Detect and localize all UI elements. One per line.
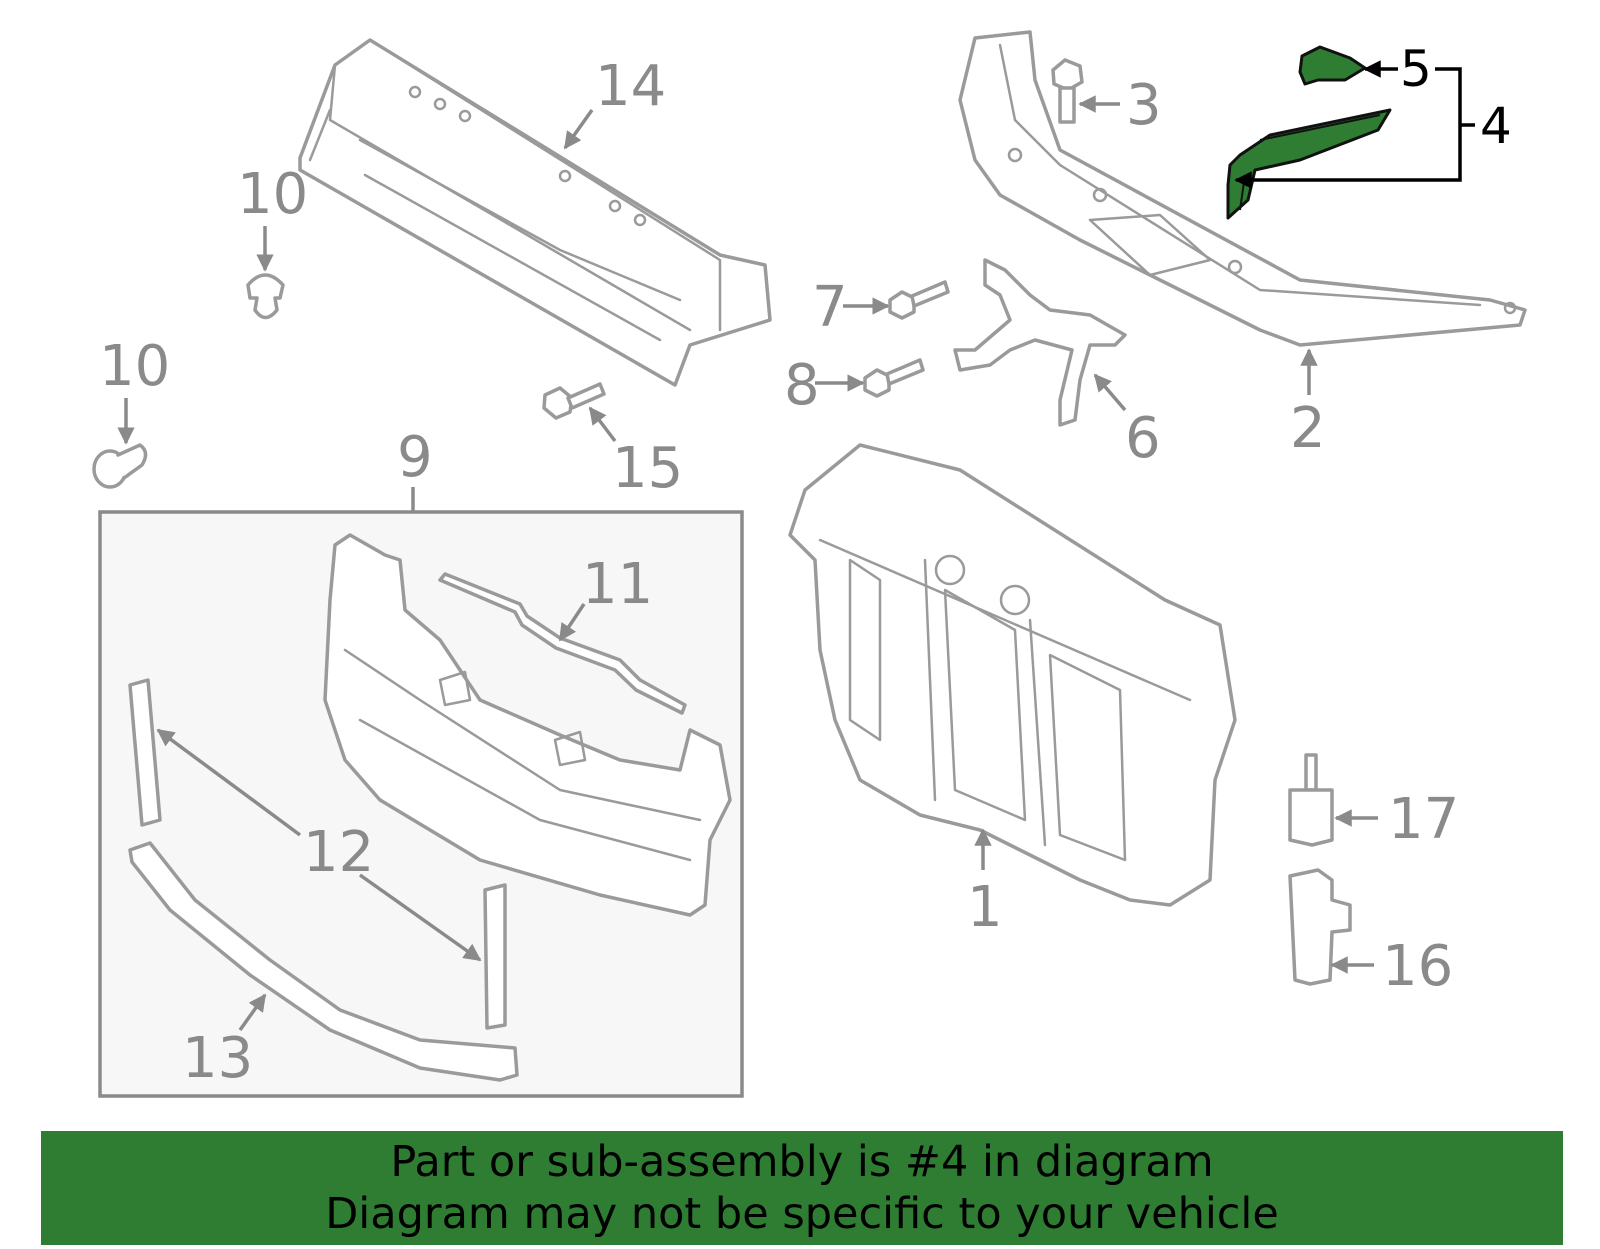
- part-5-bracket-highlighted: [1298, 45, 1367, 86]
- callout-10-lower: 10: [99, 334, 170, 399]
- callout-11: 11: [582, 552, 653, 617]
- part-4-bracket-highlighted: [1226, 108, 1392, 220]
- callout-7: 7: [812, 275, 848, 340]
- part-8-bolt: [863, 358, 925, 398]
- part-16-bracket: [1288, 868, 1352, 986]
- notice-banner: Part or sub-assembly is #4 in diagram Di…: [41, 1131, 1563, 1245]
- callout-10-upper: 10: [237, 162, 308, 227]
- part-12-pad-left: [128, 678, 162, 827]
- callout-13: 13: [182, 1026, 253, 1091]
- callout-6: 6: [1125, 406, 1161, 471]
- part-11-seal-strip: [438, 572, 687, 715]
- part-17-sensor: [1288, 753, 1334, 847]
- part-13-lower-member: [128, 841, 519, 1082]
- callout-16: 16: [1382, 934, 1453, 999]
- part-15-bolt: [542, 382, 606, 420]
- part-12-pad-right: [483, 883, 507, 1030]
- part-6-bracket: [953, 258, 1127, 427]
- part-14-air-guide: [298, 38, 772, 387]
- callout-1: 1: [967, 875, 1003, 940]
- callout-2: 2: [1290, 396, 1326, 461]
- callout-4: 4: [1480, 97, 1512, 155]
- part-10-clip-lower: [92, 443, 148, 489]
- callout-8: 8: [784, 353, 820, 418]
- callout-12: 12: [303, 820, 374, 885]
- part-10-clip-upper: [246, 273, 285, 320]
- part-2-tie-bar: [958, 30, 1527, 347]
- callout-15: 15: [612, 436, 683, 501]
- callout-14: 14: [595, 54, 666, 119]
- callout-17: 17: [1388, 787, 1459, 852]
- callout-9: 9: [397, 425, 433, 490]
- part-1-radiator-support: [788, 443, 1237, 907]
- part-7-bolt: [888, 280, 950, 320]
- banner-line-2: Diagram may not be specific to your vehi…: [325, 1189, 1279, 1239]
- banner-line-1: Part or sub-assembly is #4 in diagram: [390, 1137, 1214, 1187]
- callout-5: 5: [1400, 40, 1432, 98]
- callout-3: 3: [1126, 73, 1162, 138]
- part-3-bolt: [1051, 58, 1084, 124]
- part-9-deflector: [323, 533, 732, 917]
